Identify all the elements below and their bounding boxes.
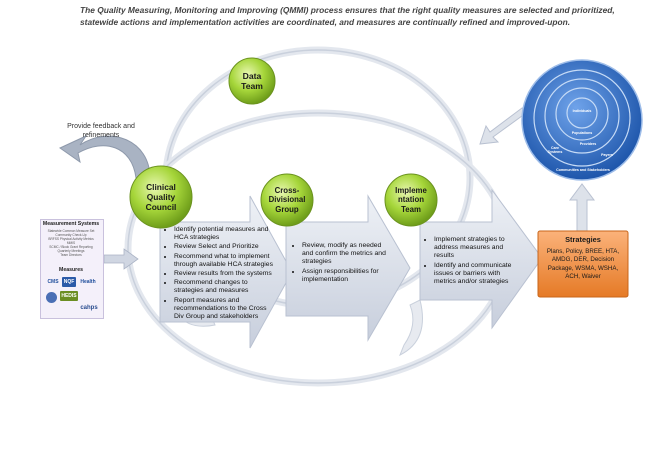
- input-arrow: [103, 248, 139, 270]
- council-bubble: [129, 165, 193, 229]
- up-arrow: [569, 183, 595, 233]
- cross-div-bubble: [260, 173, 314, 227]
- implementation-label: Impleme ntation Team: [395, 185, 427, 214]
- council-panel-arrow: [159, 195, 293, 349]
- data-team-bubble: [228, 57, 276, 105]
- globe-icon: [46, 292, 57, 303]
- data-team-label: Data Team: [241, 71, 263, 91]
- logo-cahps: cahps: [80, 305, 98, 311]
- ring-label-individuals: Individuals: [572, 109, 592, 113]
- stakeholder-rings: [521, 59, 643, 181]
- logo-hedis: HEDIS: [60, 291, 78, 301]
- cross-div-panel-list: Review, modify as needed and confirm the…: [292, 242, 392, 285]
- strategies-title: Strategies: [565, 235, 601, 244]
- measurement-systems-title: Measurement Systems: [42, 221, 100, 227]
- council-item: Identify potential measures and HCA stra…: [174, 226, 274, 242]
- council-item: Report measures and recommendations to t…: [174, 297, 274, 322]
- intro-text: The Quality Measuring, Monitoring and Im…: [80, 5, 615, 27]
- implementation-bubble: [384, 173, 438, 227]
- implementation-item: Identify and communicate issues or barri…: [434, 262, 520, 287]
- cross-div-label: Cross- Divisional Group: [268, 185, 306, 214]
- swirl-arrow-head-right: [399, 299, 423, 357]
- council-item: Review Select and Prioritize: [174, 243, 274, 251]
- cross-div-item: Assign responsibilities for implementati…: [302, 268, 392, 284]
- measurement-systems-subtitle: Statewide Common Measure Set Community C…: [47, 229, 95, 257]
- council-item: Recommend changes to strategies and meas…: [174, 279, 274, 295]
- logo-nqf: NQF: [62, 277, 76, 287]
- implementation-panel-arrow: [419, 188, 543, 330]
- logo-health: Health: [80, 279, 96, 285]
- ring-label-care-systems: Care Systems: [547, 146, 563, 154]
- implementation-item: Implement strategies to address measures…: [434, 236, 520, 261]
- ring-label-communities: Communities and Stakeholders: [556, 168, 610, 172]
- council-item: Recommend what to implement through avai…: [174, 253, 274, 269]
- refinements-label: Provide feedback and refinements: [67, 123, 135, 139]
- cross-div-item: Review, modify as needed and confirm the…: [302, 242, 392, 267]
- strategies-box: [537, 230, 629, 298]
- logo-cms: CMS: [47, 279, 59, 285]
- strategies-body: Plans, Policy, BREE, HTA, AMDG, DER, Dec…: [546, 248, 620, 281]
- feedback-arrow: [59, 134, 151, 179]
- ring-label-payers: Payers: [601, 153, 613, 157]
- implementation-panel-list: Implement strategies to address measures…: [424, 236, 520, 287]
- cross-div-panel-arrow: [285, 194, 411, 342]
- ring-label-populations: Populations: [571, 131, 593, 135]
- down-left-arrow: [479, 107, 527, 145]
- council-item: Review results from the systems: [174, 270, 274, 278]
- council-label: Clinical Quality Council: [145, 182, 177, 212]
- measures-title: Measures: [59, 267, 83, 273]
- ring-label-providers: Providers: [579, 142, 597, 146]
- council-panel-list: Identify potential measures and HCA stra…: [164, 226, 274, 322]
